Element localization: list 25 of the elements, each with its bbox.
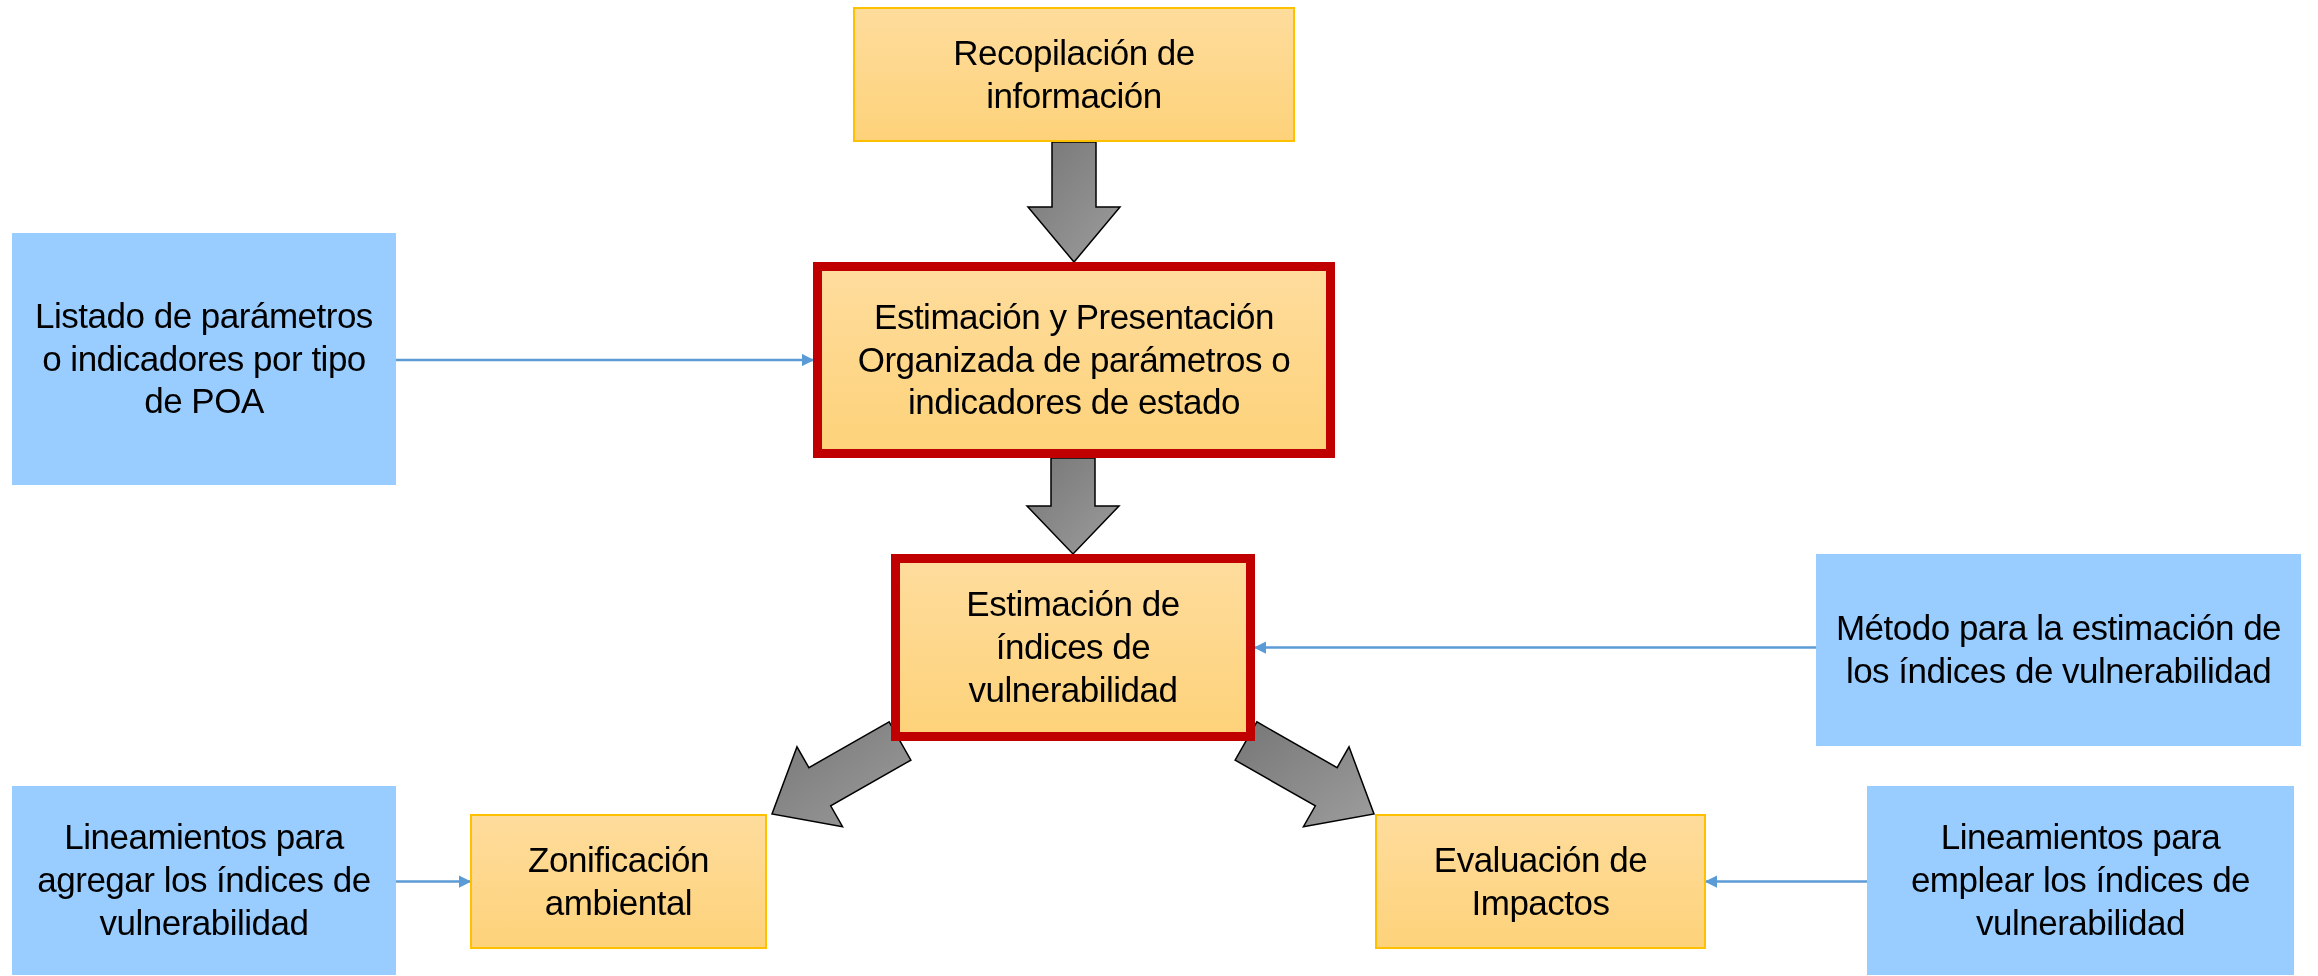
input-box	[12, 233, 396, 485]
box-label: Estimación de índices de vulnerabilidad	[965, 583, 1181, 711]
box-label: Lineamientos para agregar los índices de vulnerabilidad	[36, 816, 372, 944]
input-box	[1816, 554, 2301, 746]
box-label: Método para la estimación de los índices de vulnerabilidad	[1834, 607, 2283, 692]
process-box	[853, 7, 1295, 142]
process-box	[1375, 814, 1706, 949]
box-label: Lineamientos para emplear los índices de vulnerabilidad	[1909, 816, 2252, 944]
block-arrow	[1234, 720, 1375, 828]
arrow	[396, 875, 472, 888]
highlighted-process-box	[891, 554, 1255, 741]
block-arrow	[1025, 457, 1121, 556]
box-label: Listado de parámetros o indicadores por tipo de POA	[34, 294, 374, 423]
box-label: Evaluación de Impactos	[1432, 838, 1649, 924]
box-label: Estimación y Presentación Organizada de parámetros o indicadores de estado	[856, 295, 1292, 424]
arrow	[1253, 641, 1816, 654]
process-box	[470, 814, 767, 949]
input-box	[1867, 786, 2294, 975]
box-label: Zonificación ambiental	[527, 838, 710, 924]
block-arrow	[771, 720, 912, 828]
input-box	[12, 786, 396, 975]
highlighted-process-box	[813, 262, 1335, 458]
block-arrow	[1026, 141, 1122, 264]
box-label: Recopilación de información	[952, 31, 1196, 117]
arrow	[396, 353, 815, 367]
